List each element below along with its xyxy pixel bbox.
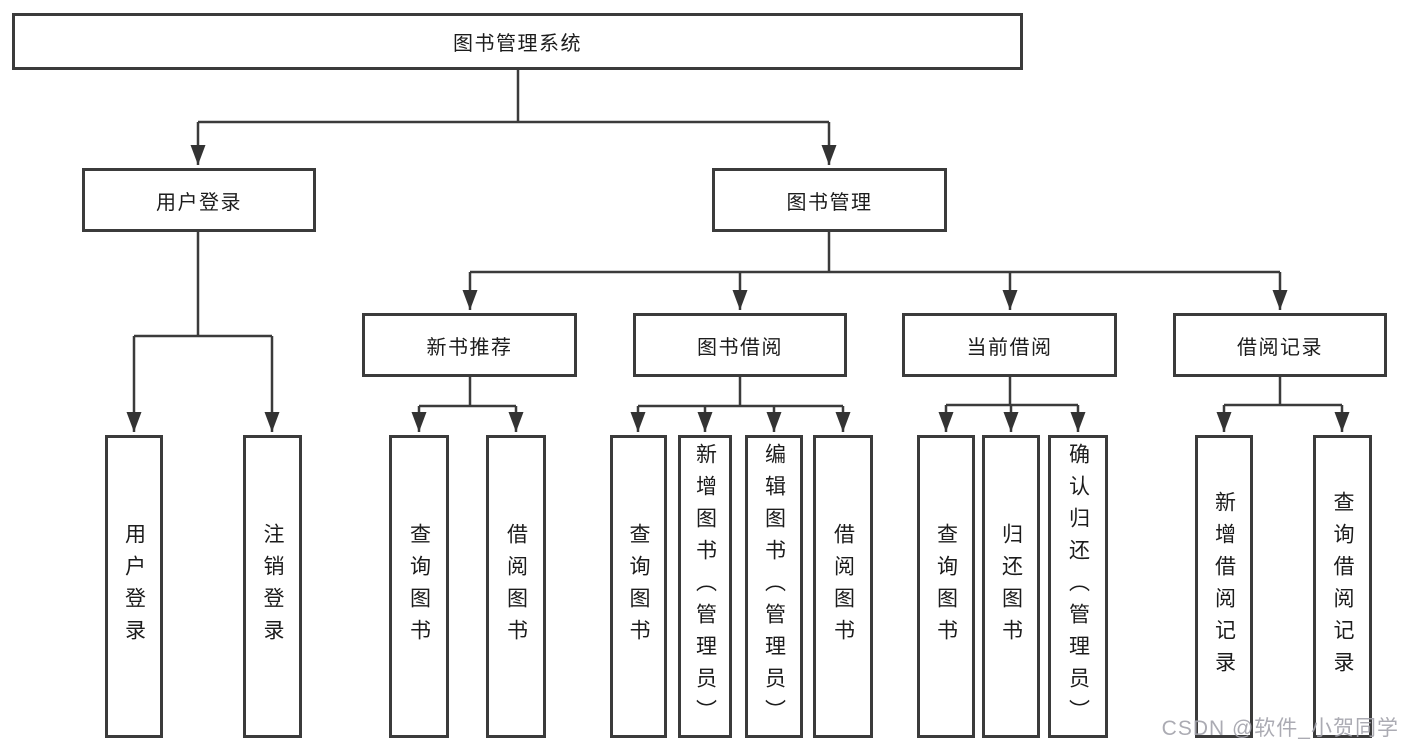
node-label: 用户登录 (156, 191, 242, 214)
csdn-watermark: CSDN @软件_小贺同学 (1161, 717, 1399, 740)
node-borrowing-records: 借阅记录 (1173, 313, 1387, 377)
node-label: 查询图书 (934, 522, 958, 651)
node-label: 编辑图书（管理员） (762, 442, 786, 731)
leaf-user-login: 用户登录 (105, 435, 163, 738)
node-current-borrowing: 当前借阅 (902, 313, 1117, 377)
node-book-borrowing: 图书借阅 (633, 313, 847, 377)
node-label: 借阅记录 (1237, 336, 1323, 359)
leaf-query-books-borrowing: 查询图书 (610, 435, 667, 738)
node-label: 查询图书 (627, 522, 650, 651)
node-label: 借阅图书 (831, 522, 855, 651)
leaf-return-books: 归还图书 (982, 435, 1040, 738)
node-label: 新增借阅记录 (1212, 490, 1236, 683)
node-label: 注销登录 (261, 522, 284, 651)
node-label: 归还图书 (999, 522, 1023, 651)
leaf-confirm-return-admin: 确认归还（管理员） (1048, 435, 1108, 738)
node-label: 查询图书 (407, 522, 431, 651)
node-root-system: 图书管理系统 (12, 13, 1023, 70)
leaf-add-books-admin: 新增图书（管理员） (678, 435, 732, 738)
node-label: 用户登录 (122, 522, 146, 651)
leaf-edit-books-admin: 编辑图书（管理员） (745, 435, 803, 738)
node-label: 图书管理 (786, 191, 873, 214)
node-book-management: 图书管理 (712, 168, 947, 232)
leaf-query-books-recommend: 查询图书 (389, 435, 449, 738)
node-label: 借阅图书 (504, 522, 528, 651)
node-new-book-recommend: 新书推荐 (362, 313, 577, 377)
node-label: 图书借阅 (697, 336, 783, 359)
node-label: 图书管理系统 (453, 33, 582, 55)
leaf-logout: 注销登录 (243, 435, 302, 738)
node-label: 当前借阅 (966, 336, 1053, 359)
node-label: 新书推荐 (426, 336, 513, 359)
node-label: 查询借阅记录 (1331, 490, 1354, 683)
leaf-borrow-books-recommend: 借阅图书 (486, 435, 546, 738)
node-user-login: 用户登录 (82, 168, 316, 232)
leaf-query-books-current: 查询图书 (917, 435, 975, 738)
leaf-add-borrow-record: 新增借阅记录 (1195, 435, 1253, 738)
leaf-query-borrow-record: 查询借阅记录 (1313, 435, 1372, 738)
node-label: 确认归还（管理员） (1066, 442, 1090, 731)
node-label: 新增图书（管理员） (693, 442, 717, 731)
leaf-borrow-books-borrowing: 借阅图书 (813, 435, 873, 738)
